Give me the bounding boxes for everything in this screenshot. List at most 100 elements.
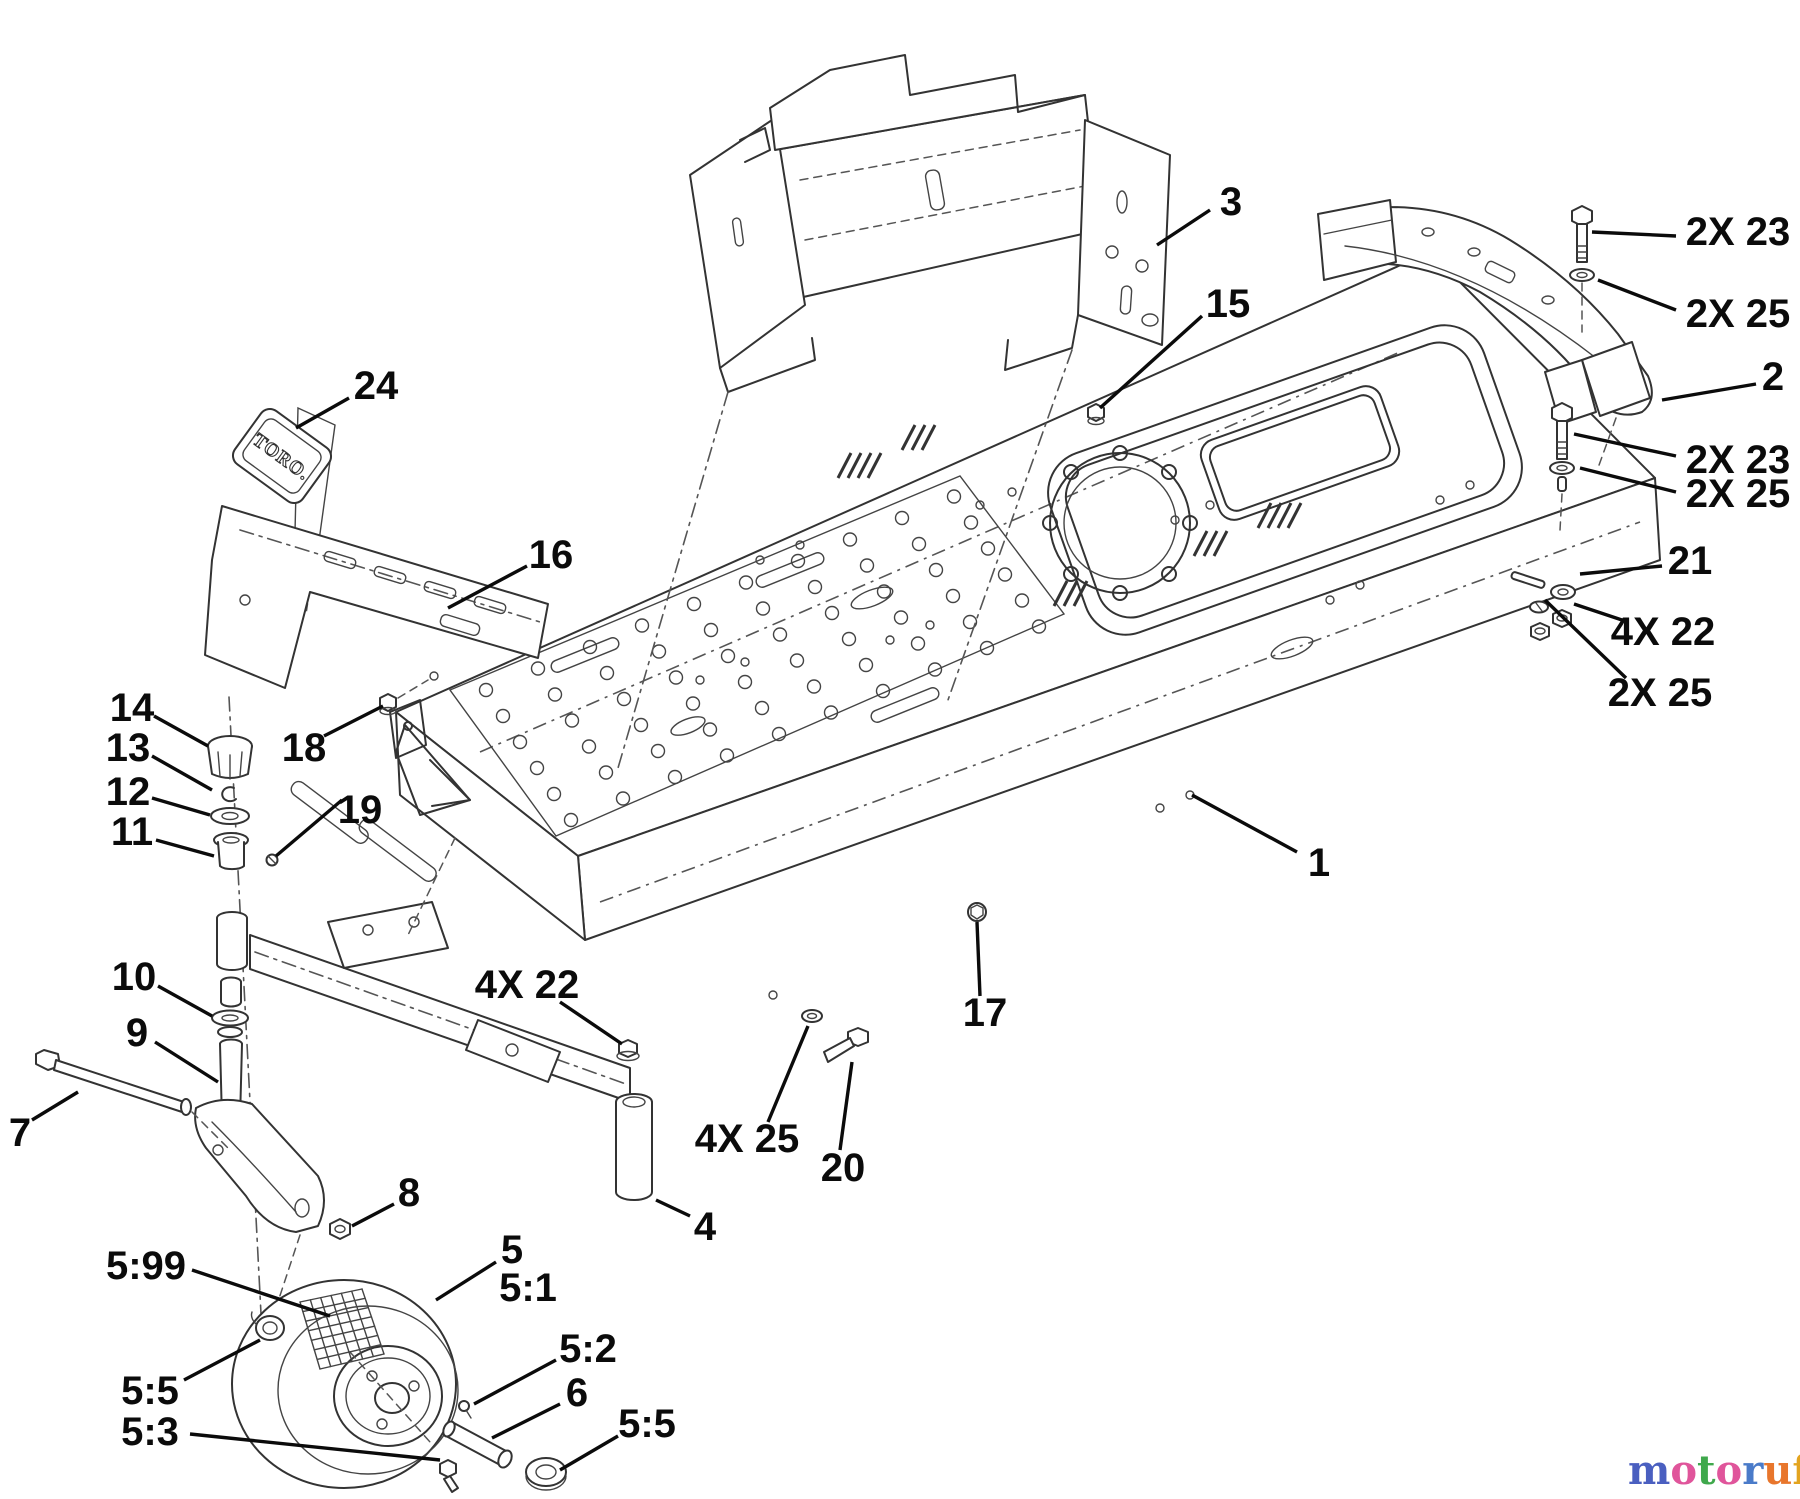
tread-line: [330, 1294, 353, 1363]
callout-leader-13: [151, 754, 213, 792]
screw-18: [379, 671, 439, 716]
screw-17: [967, 902, 987, 922]
footplate-hole: [927, 662, 943, 677]
tread-line: [299, 1301, 321, 1370]
footplate-hole: [1014, 593, 1030, 608]
callout-label-11: 11: [111, 810, 153, 854]
bearing-55-left: [250, 1311, 285, 1341]
tread-line: [299, 1288, 363, 1303]
callout-leader-28: [435, 1260, 497, 1302]
bolt-23-top: [1571, 205, 1593, 263]
callout-leader-33: [473, 1358, 557, 1406]
callout-label-7: 7: [9, 1111, 31, 1155]
tread-line: [361, 1288, 385, 1355]
side-panel-art: [204, 505, 549, 716]
decal-art: TORO.: [231, 406, 336, 615]
caster-wheel-art: [231, 1234, 567, 1493]
callout-label-5:1: 5:1: [499, 1266, 557, 1310]
footplate-hole: [876, 584, 892, 599]
callout-leader-0: [1156, 208, 1211, 247]
axle-6: [442, 1420, 513, 1469]
callout-label-14: 14: [110, 686, 155, 730]
callout-leader-23: [766, 1025, 810, 1123]
knob-14: [207, 735, 253, 780]
washer-25-top: [1569, 268, 1595, 282]
callout-label-15: 15: [1206, 282, 1251, 326]
callout-leader-14: [151, 796, 211, 817]
callout-leader-19: [154, 1040, 219, 1084]
washer-25-left: [768, 990, 823, 1023]
rect-opening: [1199, 385, 1401, 521]
callout-label-8: 8: [398, 1171, 420, 1215]
footplate-hole: [771, 726, 787, 742]
callout-leader-5: [1573, 432, 1677, 458]
bolt-7: [35, 1049, 231, 1151]
callout-leader-11: [447, 564, 528, 610]
callout-leader-2: [1591, 230, 1677, 238]
callout-label-9: 9: [126, 1011, 148, 1055]
footplate-hole: [893, 610, 909, 625]
footplate-hole: [582, 639, 598, 655]
tread-line: [305, 1306, 369, 1322]
footplate-hole: [928, 562, 944, 578]
footplate-hole: [790, 553, 806, 569]
callout-leader-21: [351, 1202, 395, 1228]
footplate-hole: [979, 640, 995, 656]
footplate-hole: [842, 532, 858, 547]
footplate-hole: [512, 734, 528, 750]
footplate-hole: [668, 670, 684, 685]
callout-leader-26: [655, 1198, 691, 1218]
footplate-hole: [755, 601, 771, 616]
callout-label-1: 1: [1308, 841, 1330, 885]
callout-leader-22: [559, 1000, 623, 1046]
callout-leader-32: [189, 1432, 441, 1462]
footplate-hole: [894, 510, 910, 526]
callout-label-2: 2: [1762, 355, 1784, 399]
caster-assembly-art: [35, 696, 987, 1334]
callout-label-5:99: 5:99: [106, 1244, 186, 1288]
clip-13: [221, 786, 237, 803]
footplate-hole: [634, 618, 650, 633]
callout-leader-20: [31, 1090, 79, 1122]
callout-label-17: 17: [963, 991, 1008, 1035]
nut-8: [329, 1218, 351, 1240]
footplate-hole: [720, 648, 736, 664]
bumper-hardware-art: [1510, 205, 1595, 641]
callout-label-16: 16: [529, 533, 574, 577]
footplate-hole: [530, 661, 546, 676]
footplate-hole: [980, 541, 996, 556]
callout-label-2X-23: 2X 23: [1686, 210, 1791, 254]
callout-label-20: 20: [821, 1146, 866, 1190]
footplate-hole: [911, 536, 927, 552]
callout-label-5:3: 5:3: [121, 1410, 179, 1454]
callout-leader-3: [1597, 278, 1677, 312]
callout-leader-35: [559, 1434, 619, 1472]
callout-label-2X-25: 2X 25: [1608, 671, 1713, 715]
vent-slashes: [836, 424, 1303, 607]
tread-line: [316, 1344, 382, 1361]
tread-patch: [299, 1288, 385, 1370]
tread-line: [313, 1334, 379, 1351]
tread-line: [340, 1292, 364, 1360]
caster-fork: [194, 1098, 325, 1233]
callout-leader-25: [975, 921, 982, 997]
pin-21-area: [1510, 571, 1576, 641]
footplate-hole: [547, 687, 563, 702]
callout-leader-15: [155, 838, 215, 858]
footplate-hole: [667, 769, 683, 785]
bushing-55-right: [525, 1457, 567, 1491]
footplate-hole: [875, 683, 891, 699]
footplate-hole: [806, 679, 822, 694]
footplate-hole: [1031, 619, 1047, 634]
footplate-hole: [581, 739, 597, 754]
callout-label-4: 4: [694, 1205, 717, 1249]
footplate-hole: [962, 614, 978, 630]
tube-4: [615, 1093, 653, 1201]
footplate-hole: [823, 705, 839, 720]
bumper-art: [1317, 199, 1653, 469]
callout-label-12: 12: [106, 770, 151, 814]
callout-label-24: 24: [354, 364, 399, 408]
callout-label-21: 21: [1668, 539, 1713, 583]
